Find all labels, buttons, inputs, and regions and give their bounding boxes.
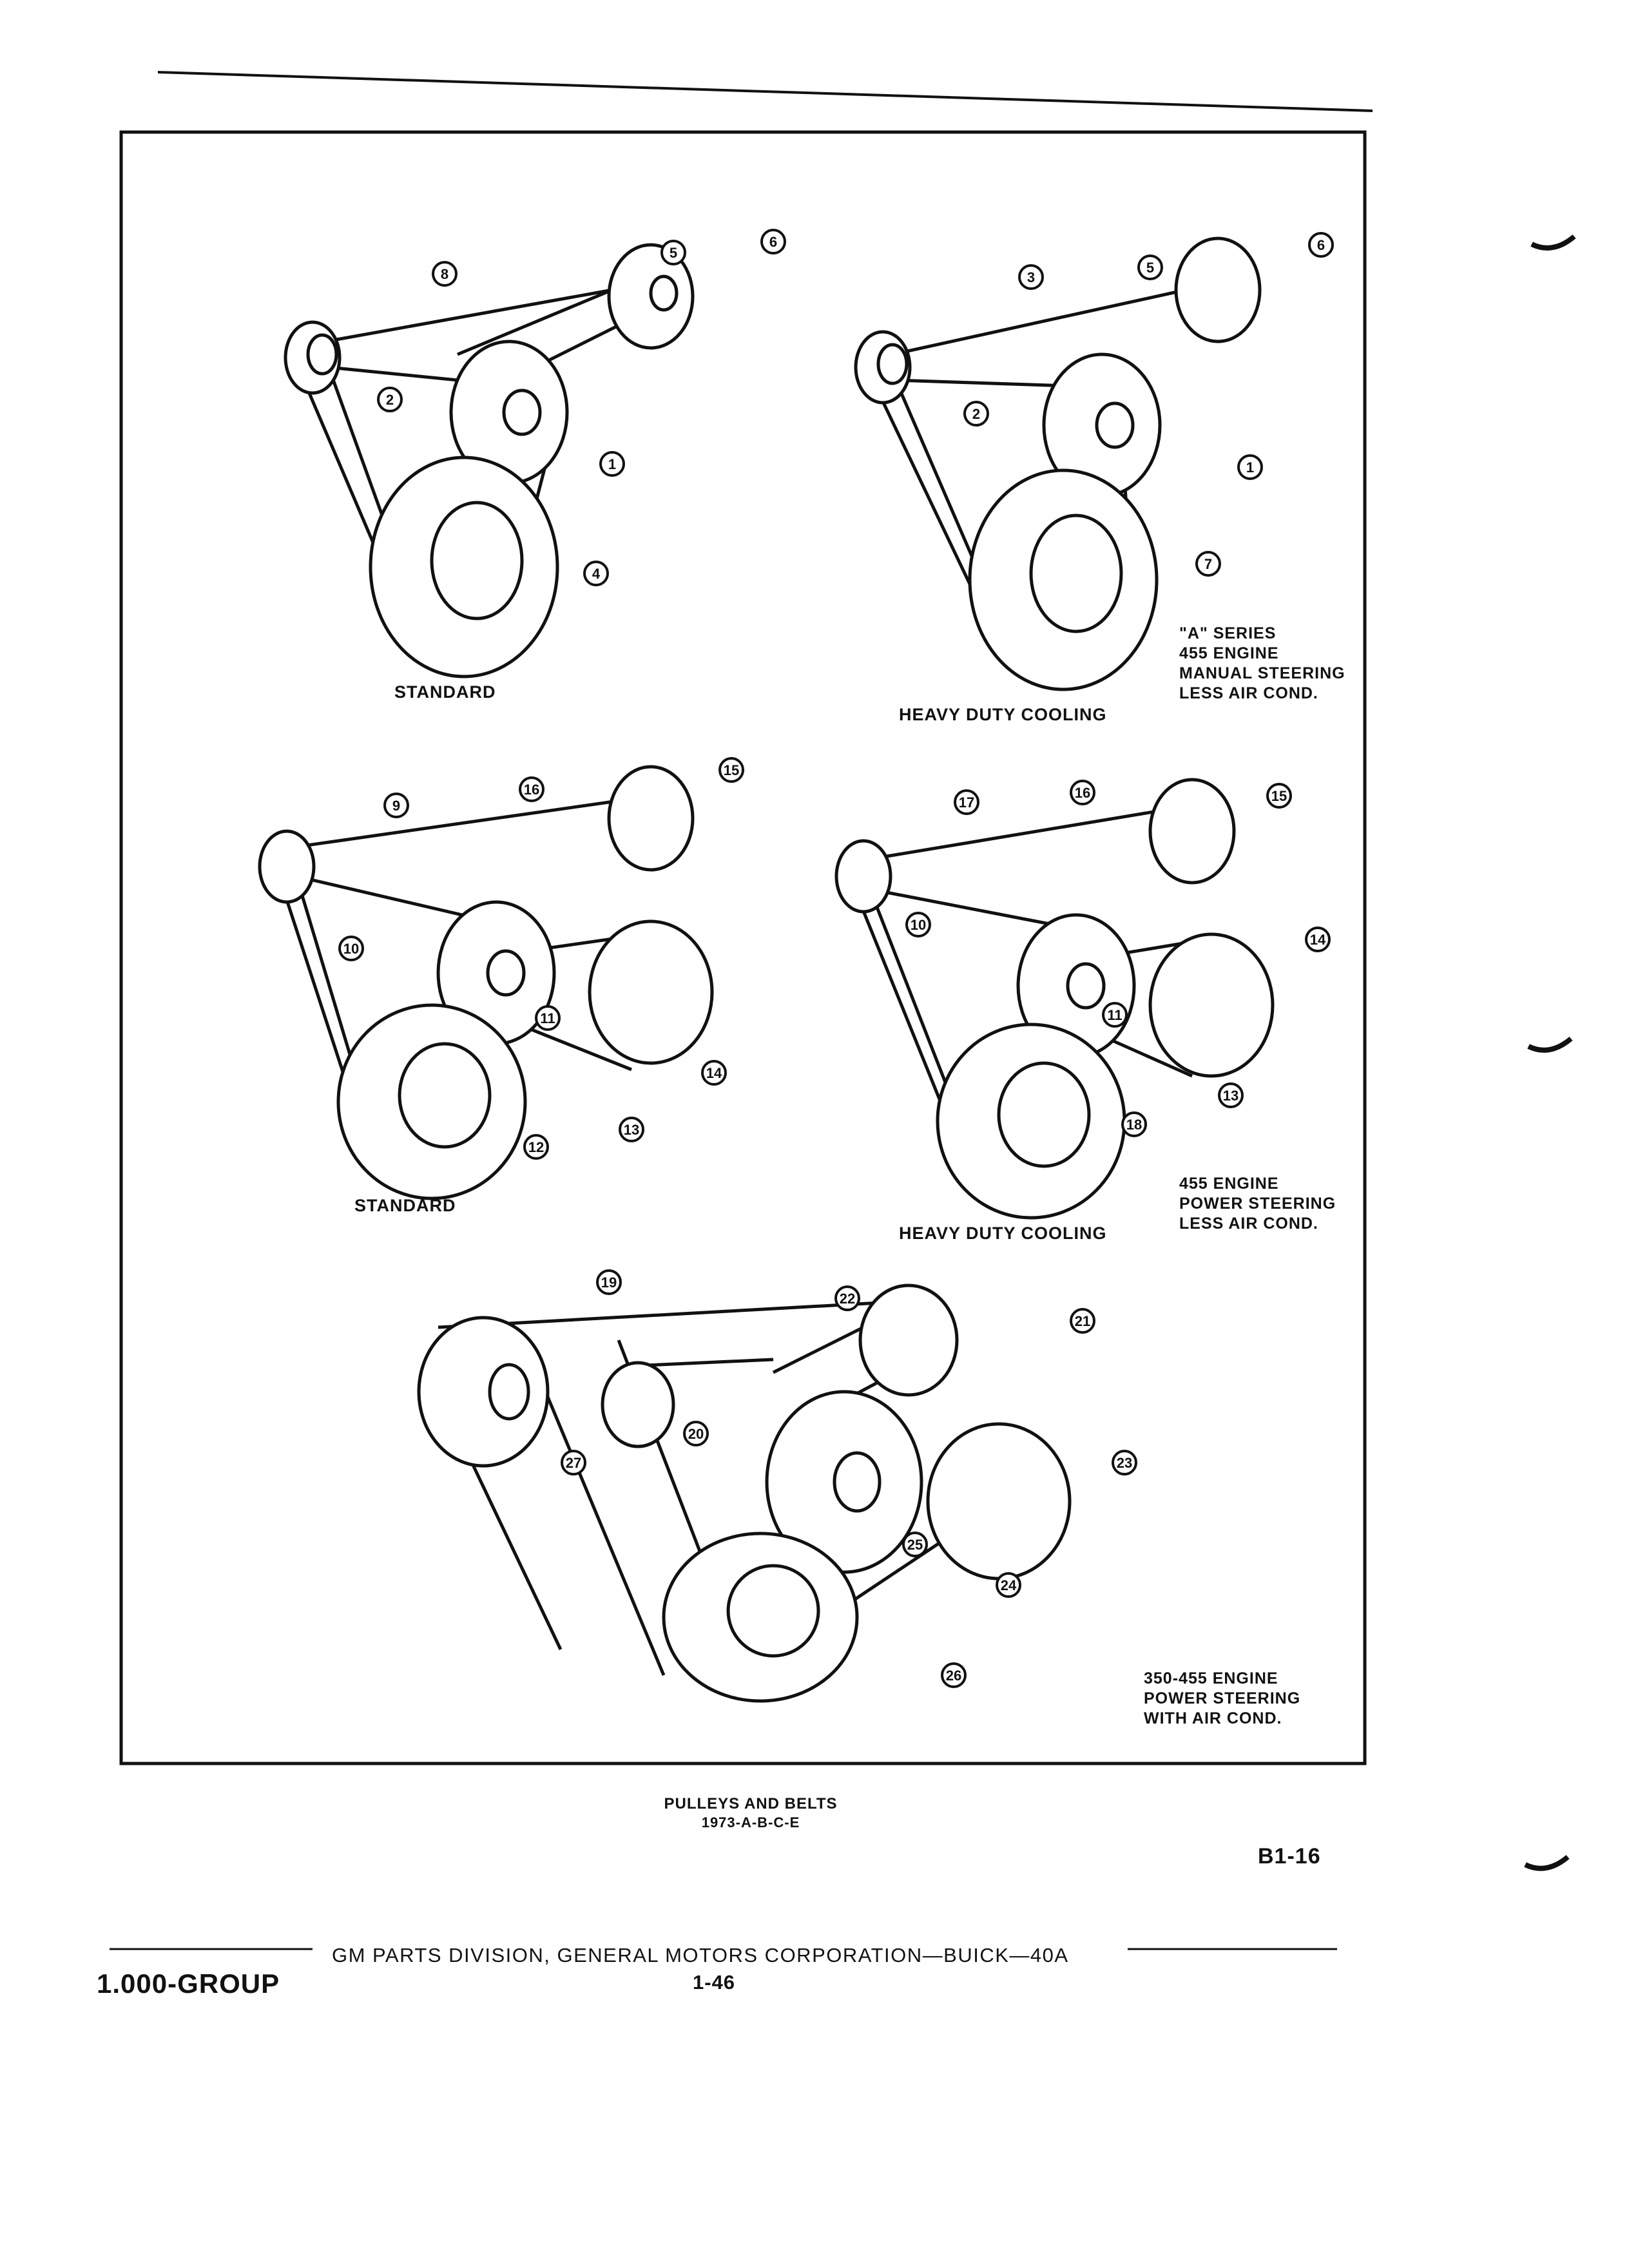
callout-17: 17 xyxy=(959,794,974,811)
callout-6: 6 xyxy=(769,234,777,250)
callout-14: 14 xyxy=(1310,932,1326,948)
callouts-diagram-3: 9 16 15 10 11 14 13 12 xyxy=(338,757,744,1160)
callout-20: 20 xyxy=(688,1426,704,1442)
callout-2: 2 xyxy=(386,392,394,408)
callouts-diagram-1: 8 5 6 2 1 4 xyxy=(377,229,786,586)
note-a-series: "A" SERIES 455 ENGINE MANUAL STEERING LE… xyxy=(1179,624,1345,702)
callout-13: 13 xyxy=(624,1122,639,1138)
callout-26: 26 xyxy=(946,1667,961,1684)
callout-18: 18 xyxy=(1126,1117,1142,1133)
callout-1: 1 xyxy=(1246,459,1254,476)
figure-subtitle: 1973-A-B-C-E xyxy=(701,1814,800,1831)
callout-1: 1 xyxy=(608,456,616,472)
callout-14: 14 xyxy=(706,1065,722,1081)
callout-15: 15 xyxy=(1271,788,1287,804)
callout-7: 7 xyxy=(1204,556,1212,572)
callout-22: 22 xyxy=(840,1291,855,1307)
callouts-diagram-4: 17 16 15 10 11 14 13 18 xyxy=(905,780,1331,1137)
callout-16: 16 xyxy=(1075,785,1090,801)
callout-3: 3 xyxy=(1027,269,1035,285)
callout-10: 10 xyxy=(911,917,926,933)
pulley-diagram-standard xyxy=(284,243,695,678)
note-air-cond: 350-455 ENGINE POWER STEERING WITH AIR C… xyxy=(1144,1669,1301,1727)
note-power-steering-less-air: 455 ENGINE POWER STEERING LESS AIR COND. xyxy=(1179,1175,1336,1233)
callouts-diagram-5: 19 22 21 20 27 23 25 24 26 xyxy=(561,1269,1137,1688)
callout-13: 13 xyxy=(1223,1088,1239,1104)
callout-15: 15 xyxy=(724,762,739,778)
caption-standard-1: STANDARD xyxy=(394,682,496,702)
pulley-diagram-air-cond xyxy=(417,1283,1072,1703)
callout-6: 6 xyxy=(1317,237,1325,253)
callout-5: 5 xyxy=(1146,260,1154,276)
callout-19: 19 xyxy=(601,1274,617,1291)
binder-mark xyxy=(1527,1036,1573,1053)
pulley-diagram-heavy-duty-1 xyxy=(854,236,1262,691)
callout-24: 24 xyxy=(1001,1577,1017,1593)
callout-5: 5 xyxy=(670,245,677,261)
callout-23: 23 xyxy=(1117,1455,1132,1471)
caption-heavy-duty-2: HEAVY DUTY COOLING xyxy=(899,1224,1107,1243)
callouts-diagram-2: 3 5 6 2 1 7 xyxy=(963,232,1334,577)
binder-mark xyxy=(1524,1854,1570,1871)
top-rule xyxy=(157,71,1373,112)
pulley-diagram-standard-2 xyxy=(258,765,714,1200)
footer-group: 1.000-GROUP xyxy=(97,1968,280,1999)
caption-heavy-duty-1: HEAVY DUTY COOLING xyxy=(899,705,1107,724)
pulley-diagram-heavy-duty-2 xyxy=(834,778,1275,1220)
callout-25: 25 xyxy=(907,1537,923,1553)
binder-mark xyxy=(1530,234,1576,251)
callout-27: 27 xyxy=(566,1455,581,1471)
callout-10: 10 xyxy=(343,941,359,957)
figure-border xyxy=(119,130,1367,1765)
callout-2: 2 xyxy=(972,406,980,422)
callout-21: 21 xyxy=(1075,1313,1090,1329)
figure-title: PULLEYS AND BELTS xyxy=(664,1795,838,1812)
callout-9: 9 xyxy=(392,798,400,814)
figure-code: B1-16 xyxy=(1258,1844,1321,1869)
callout-4: 4 xyxy=(592,566,601,582)
callout-16: 16 xyxy=(524,782,539,798)
callout-11: 11 xyxy=(540,1010,555,1026)
footer-page-number: 1-46 xyxy=(693,1971,736,1994)
caption-standard-2: STANDARD xyxy=(354,1196,456,1215)
footer-publisher: GM PARTS DIVISION, GENERAL MOTORS CORPOR… xyxy=(332,1944,1069,1966)
callout-11: 11 xyxy=(1107,1007,1122,1023)
callout-12: 12 xyxy=(528,1139,544,1155)
callout-8: 8 xyxy=(441,266,448,282)
